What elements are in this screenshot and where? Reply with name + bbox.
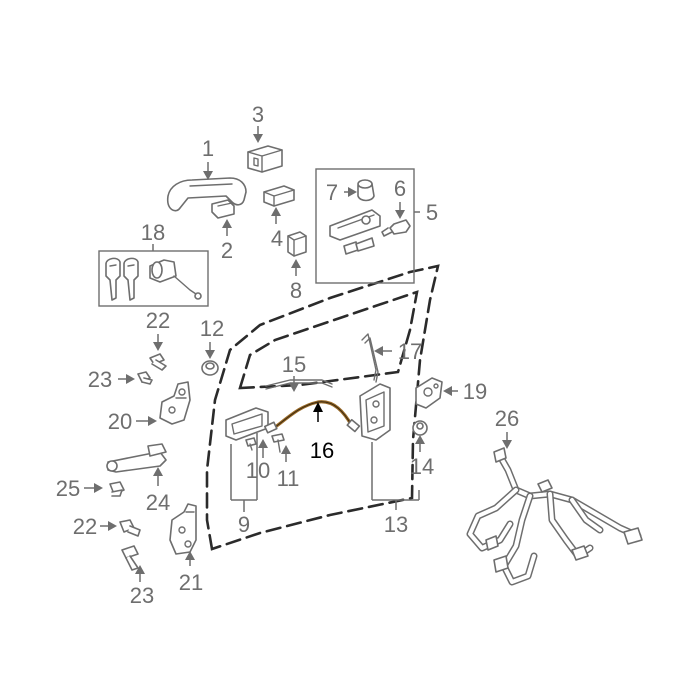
lower-hinge-part (169, 503, 197, 555)
callout-24: 24 (146, 490, 170, 515)
callout-22-upper: 22 (146, 308, 170, 333)
callout-23-upper: 23 (88, 367, 112, 392)
bolt-part (119, 519, 141, 537)
outside-handle-part (166, 177, 247, 212)
callout-26: 26 (495, 406, 519, 431)
callout-23-lower: 23 (130, 583, 154, 608)
callout-22-lower: 22 (73, 514, 97, 539)
door-lock-part (359, 383, 391, 441)
callout-14: 14 (410, 454, 434, 479)
callout-2: 2 (221, 238, 233, 263)
callout-3: 3 (252, 102, 264, 127)
callout-5: 5 (426, 200, 438, 225)
lock-lever-part (329, 209, 381, 241)
door-check-part (106, 443, 167, 473)
callout-9: 9 (238, 512, 250, 537)
grommet-part (412, 420, 428, 436)
clip-part (201, 360, 219, 376)
screw-part (271, 433, 285, 453)
callout-6: 6 (394, 176, 406, 201)
callout-4: 4 (271, 226, 283, 251)
door-lock-cable-part (263, 400, 361, 434)
key-part (105, 257, 121, 301)
callout-17: 17 (398, 339, 422, 364)
assembly-box-5 (315, 168, 415, 284)
inside-handle-part (225, 407, 269, 441)
key-part (123, 257, 139, 301)
lock-rod-part (265, 379, 333, 390)
callout-10: 10 (246, 458, 270, 483)
screw-part (245, 437, 257, 451)
callout-1: 1 (202, 136, 214, 161)
callout-25: 25 (56, 476, 80, 501)
callout-8: 8 (290, 278, 302, 303)
door-outline (205, 264, 440, 551)
bolt-part (121, 545, 139, 571)
callout-labels: 1 2 3 4 5 6 7 8 9 10 11 12 13 14 15 16 1… (56, 102, 519, 608)
grommet-part (287, 231, 307, 257)
callout-12: 12 (200, 316, 224, 341)
handle-cap-part (247, 145, 283, 173)
control-rod-part (361, 333, 379, 383)
bolt-part (343, 237, 375, 255)
striker-part (415, 377, 443, 409)
door-lock-cylinder-part (149, 259, 202, 300)
callout-20: 20 (108, 409, 132, 434)
callout-16: 16 (310, 438, 334, 463)
upper-hinge-part (159, 381, 191, 425)
bolt-part (137, 371, 153, 385)
handle-pad-part (211, 199, 235, 219)
lock-cylinder-part (357, 179, 375, 202)
callout-18: 18 (141, 220, 165, 245)
screw-part (381, 219, 411, 237)
callout-7: 7 (326, 180, 338, 205)
callout-19: 19 (463, 379, 487, 404)
bolt-part (149, 353, 167, 371)
callout-15: 15 (282, 352, 306, 377)
cap-cover-part (263, 185, 295, 207)
bolt-part (109, 481, 125, 497)
wire-harness-part (466, 447, 643, 586)
callout-13: 13 (384, 512, 408, 537)
callout-11: 11 (277, 466, 300, 491)
callout-21: 21 (179, 570, 203, 595)
